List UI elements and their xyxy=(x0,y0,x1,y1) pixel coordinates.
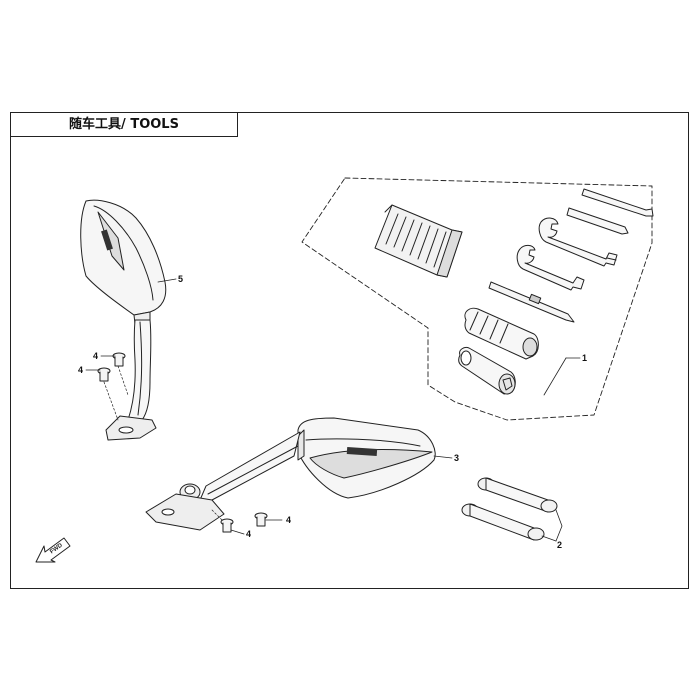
bolt-guide-left-a xyxy=(117,365,129,396)
callout-4-a: 4 xyxy=(93,351,98,361)
strap-lower xyxy=(461,503,545,541)
callout-3: 3 xyxy=(454,453,459,463)
diagram-frame xyxy=(10,112,689,589)
bar-tool xyxy=(566,207,629,235)
leader-lines xyxy=(85,278,581,542)
leader-5 xyxy=(157,278,177,283)
callout-4-d: 4 xyxy=(246,529,251,539)
mirror-right xyxy=(145,417,436,531)
socket-wrench xyxy=(458,347,516,395)
callout-2: 2 xyxy=(557,540,562,550)
strap-upper xyxy=(477,477,558,513)
callout-4-b: 4 xyxy=(78,365,83,375)
screwdriver-shaft xyxy=(488,281,575,323)
bolt-left-upper xyxy=(112,352,126,367)
callout-4-c: 4 xyxy=(286,515,291,525)
leader-2b xyxy=(541,535,557,542)
screwdriver-handle xyxy=(464,307,539,360)
fwd-arrow-icon: FWD xyxy=(35,537,71,563)
bolt-right-a xyxy=(220,518,234,533)
bolt-guide-left-b xyxy=(103,381,119,421)
diagram-title: 随车工具/ TOOLS xyxy=(69,117,179,132)
leader-3 xyxy=(433,455,453,459)
mirror-left xyxy=(80,199,167,441)
bolt-right-b xyxy=(254,512,268,527)
callout-1: 1 xyxy=(582,353,587,363)
wrench-large xyxy=(538,217,618,267)
bolt-left-lower xyxy=(97,367,111,382)
bolt-guide-right xyxy=(211,509,223,521)
leader-4d xyxy=(230,529,245,535)
title-box xyxy=(10,112,238,137)
leader-1-diag xyxy=(543,357,567,396)
hex-key xyxy=(581,188,654,217)
callout-5: 5 xyxy=(178,274,183,284)
wrench-small xyxy=(516,244,585,291)
tool-pouch xyxy=(374,204,463,278)
leader-2 xyxy=(555,509,563,542)
toolkit-boundary xyxy=(301,177,653,421)
